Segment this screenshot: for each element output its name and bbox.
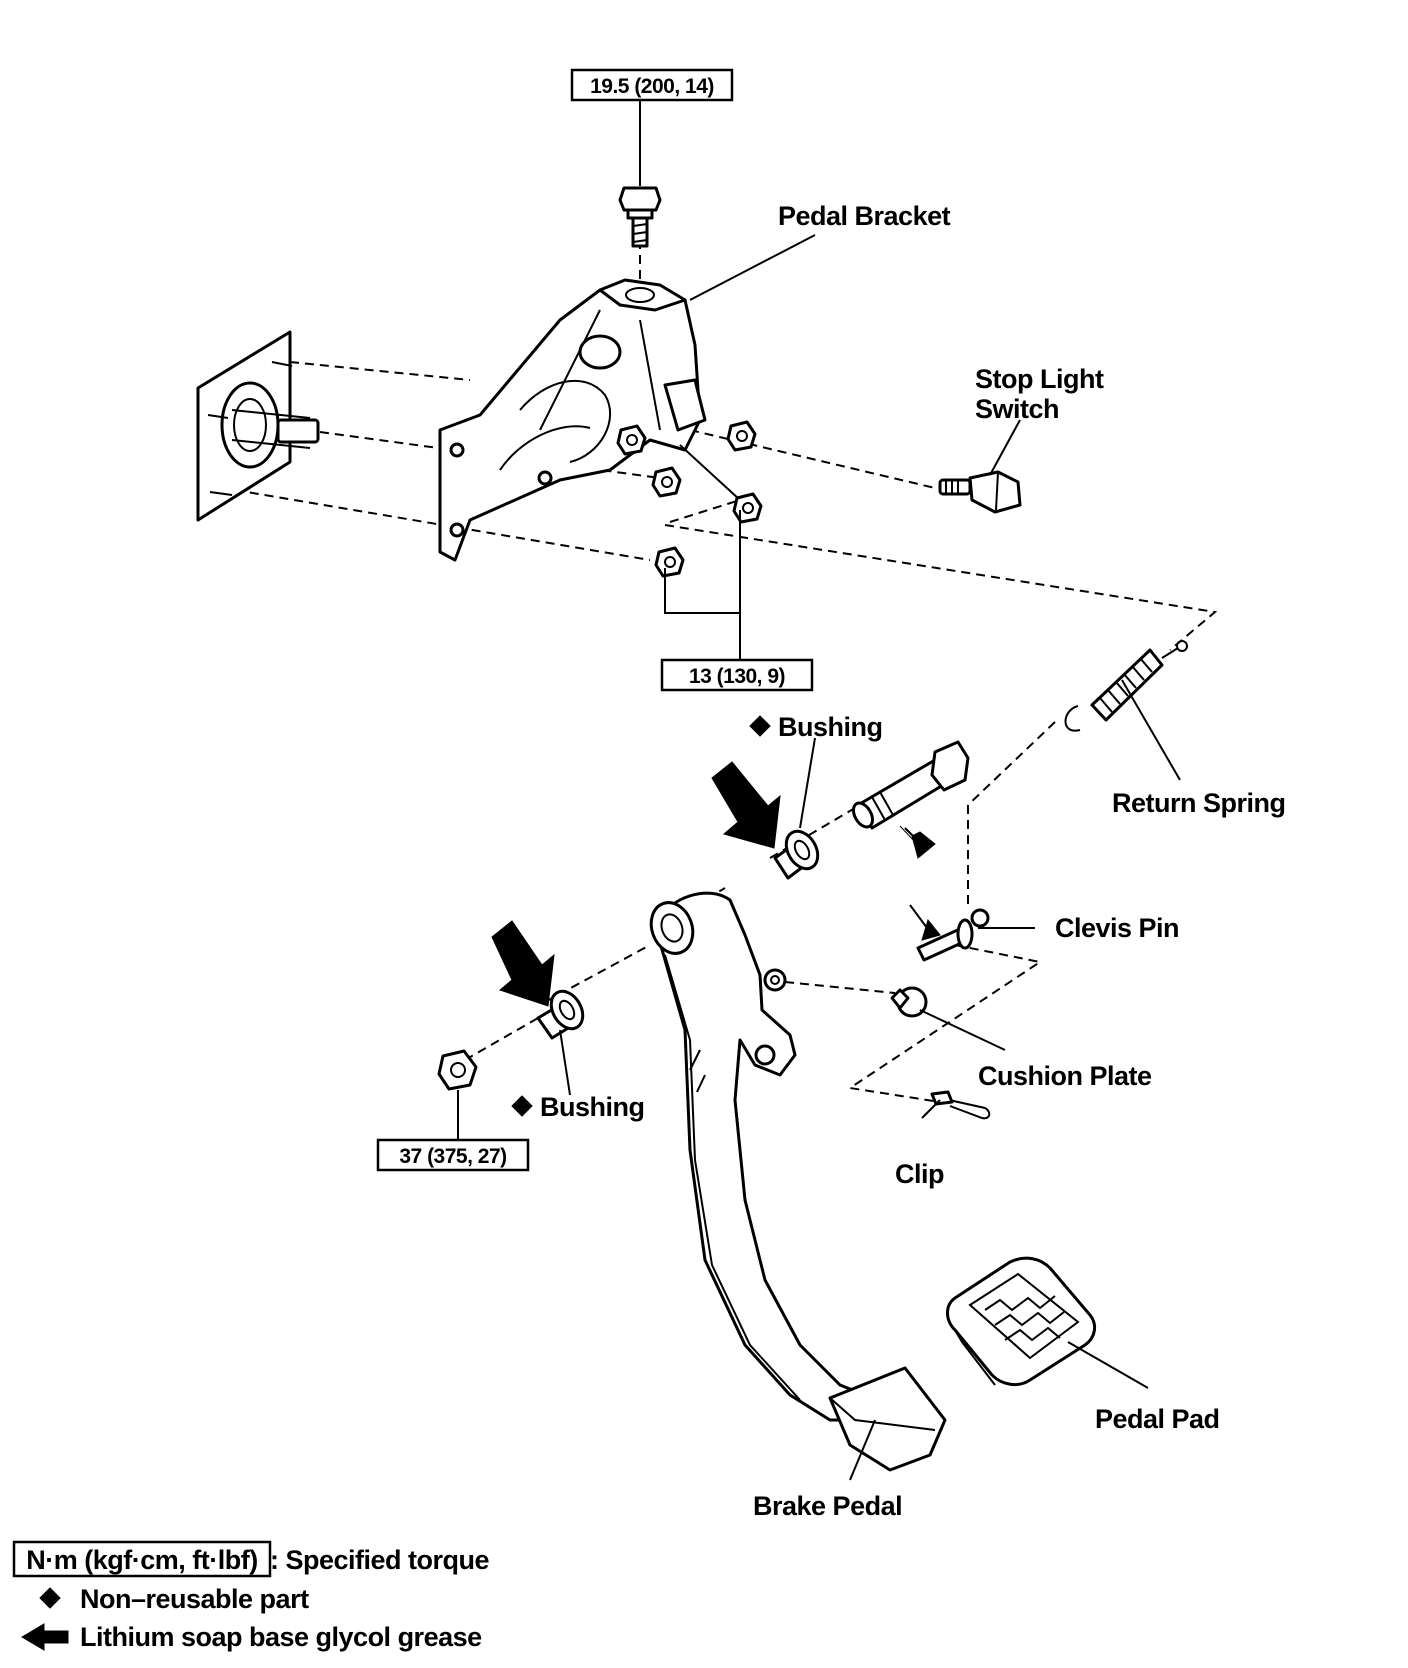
brake-pedal <box>649 891 947 1472</box>
legend-grease-desc: Lithium soap base glycol grease <box>80 1622 482 1652</box>
bushing-lower <box>536 989 585 1040</box>
label-return-spring: Return Spring <box>1112 788 1286 818</box>
pivot-nut <box>437 1049 478 1091</box>
label-pedal-pad: Pedal Pad <box>1095 1404 1220 1434</box>
label-clip: Clip <box>895 1159 944 1189</box>
grease-arrow-lower <box>491 920 555 1007</box>
grease-arrow-upper <box>711 761 781 849</box>
label-stop-light-switch-line2: Switch <box>975 394 1059 424</box>
bracket-nuts <box>616 420 763 578</box>
legend: N·m (kgf·cm, ft·lbf) : Specified torque … <box>12 1540 490 1652</box>
torque-box-pivot-nut: 37 (375, 27) <box>376 1138 530 1172</box>
label-cushion-plate: Cushion Plate <box>978 1061 1152 1091</box>
bracket-bolt <box>618 186 662 248</box>
legend-torque-units: N·m (kgf·cm, ft·lbf) <box>26 1545 257 1575</box>
torque-bracket-nuts: 13 (130, 9) <box>689 665 785 688</box>
clip <box>930 1090 991 1120</box>
label-brake-pedal: Brake Pedal <box>753 1491 902 1521</box>
diamond-icon <box>749 715 771 737</box>
arrow-left-icon <box>21 1623 69 1651</box>
torque-box-bracket-nuts: 13 (130, 9) <box>660 658 814 692</box>
diamond-icon <box>39 1587 61 1609</box>
legend-torque-desc: : Specified torque <box>270 1545 490 1575</box>
label-stop-light-switch: Stop Light <box>975 364 1104 394</box>
label-pedal-bracket: Pedal Bracket <box>778 201 951 231</box>
label-bushing-lower: Bushing <box>540 1092 645 1122</box>
bushing-upper <box>773 829 820 880</box>
torque-pivot-nut: 37 (375, 27) <box>399 1145 506 1168</box>
grease-arrows <box>491 761 941 1007</box>
torque-bracket-bolt: 19.5 (200, 14) <box>590 75 714 98</box>
cushion-plate <box>890 986 928 1018</box>
legend-nonreusable-desc: Non–reusable part <box>80 1584 309 1614</box>
clevis-pin <box>916 908 990 962</box>
diamond-icon <box>511 1095 533 1117</box>
grease-arrow-bolt <box>899 825 936 859</box>
return-spring <box>1064 640 1188 732</box>
firewall-plate <box>196 330 320 522</box>
pivot-bolt <box>852 740 970 830</box>
stop-light-switch <box>938 470 1022 514</box>
leader-lines <box>457 100 1181 1481</box>
label-bushing-upper: Bushing <box>778 712 883 742</box>
label-clevis-pin: Clevis Pin <box>1055 913 1179 943</box>
pedal-pad <box>946 1256 1097 1387</box>
pedal-bracket <box>438 278 741 562</box>
grease-arrow-clevis <box>921 918 941 941</box>
torque-box-bracket-bolt: 19.5 (200, 14) <box>570 68 734 102</box>
